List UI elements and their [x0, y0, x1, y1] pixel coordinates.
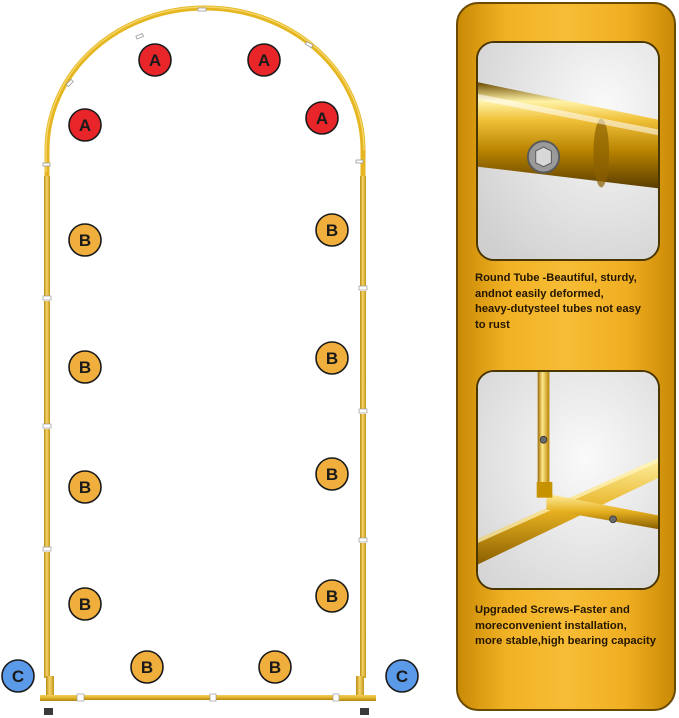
marker-b-label: B — [326, 465, 338, 484]
upgraded-screws-photo — [476, 370, 660, 590]
marker-b-circle — [130, 650, 164, 684]
marker-a-label: A — [316, 109, 328, 128]
marker-b-circle — [315, 341, 349, 375]
marker-b-label: B — [326, 221, 338, 240]
marker-b-label: B — [79, 231, 91, 250]
marker-b-label: B — [79, 595, 91, 614]
left-leg-tubes — [44, 176, 50, 678]
marker-b-8: B — [315, 579, 349, 613]
marker-a-circle — [305, 101, 339, 135]
marker-b-3: B — [68, 350, 102, 384]
marker-a-1: A — [138, 43, 172, 77]
marker-a-circle — [247, 43, 281, 77]
marker-c-2: C — [385, 659, 419, 693]
marker-b-1: B — [68, 223, 102, 257]
right-leg-tubes — [360, 176, 366, 678]
right-leg-joints — [358, 285, 368, 543]
marker-b-5: B — [68, 470, 102, 504]
marker-b-circle — [68, 470, 102, 504]
arch-frame-diagram: A A A A B B B B B B B B B B C C — [1, 5, 419, 715]
marker-b-10: B — [258, 650, 292, 684]
marker-b-6: B — [315, 457, 349, 491]
marker-a-circle — [138, 43, 172, 77]
marker-b-circle — [68, 350, 102, 384]
round-tube-caption: Round Tube -Beautiful, sturdy, andnot ea… — [475, 272, 642, 331]
marker-a-label: A — [258, 51, 270, 70]
arch-top-tube — [44, 5, 366, 178]
marker-b-circle — [68, 223, 102, 257]
left-leg-joints — [42, 295, 52, 552]
marker-b-7: B — [68, 587, 102, 621]
marker-b-label: B — [269, 658, 281, 677]
marker-b-label: B — [141, 658, 153, 677]
marker-c-circle — [385, 659, 419, 693]
marker-b-label: B — [326, 587, 338, 606]
base-frame — [40, 676, 376, 715]
marker-b-label: B — [79, 358, 91, 377]
upgraded-screws-caption: Upgraded Screws-Faster and moreconvenien… — [475, 604, 656, 648]
marker-a-circle — [68, 108, 102, 142]
marker-b-circle — [68, 587, 102, 621]
marker-a-label: A — [149, 51, 161, 70]
marker-c-label: C — [396, 667, 408, 686]
marker-b-2: B — [315, 213, 349, 247]
marker-c-label: C — [12, 667, 24, 686]
marker-b-label: B — [79, 478, 91, 497]
marker-b-circle — [315, 579, 349, 613]
marker-b-circle — [315, 457, 349, 491]
marker-b-label: B — [326, 349, 338, 368]
marker-a-2: A — [247, 43, 281, 77]
round-tube-photo — [476, 41, 660, 261]
marker-b-4: B — [315, 341, 349, 375]
marker-c-circle — [1, 659, 35, 693]
arch-joints — [42, 7, 364, 167]
arch-top-highlight — [45, 6, 365, 172]
part-markers: A A A A B B B B B B B B B B C C — [1, 43, 419, 693]
marker-a-4: A — [305, 101, 339, 135]
marker-b-circle — [258, 650, 292, 684]
marker-a-label: A — [79, 116, 91, 135]
marker-b-circle — [315, 213, 349, 247]
marker-a-3: A — [68, 108, 102, 142]
marker-c-1: C — [1, 659, 35, 693]
feature-panel: Round Tube -Beautiful, sturdy, andnot ea… — [456, 2, 676, 711]
marker-b-9: B — [130, 650, 164, 684]
